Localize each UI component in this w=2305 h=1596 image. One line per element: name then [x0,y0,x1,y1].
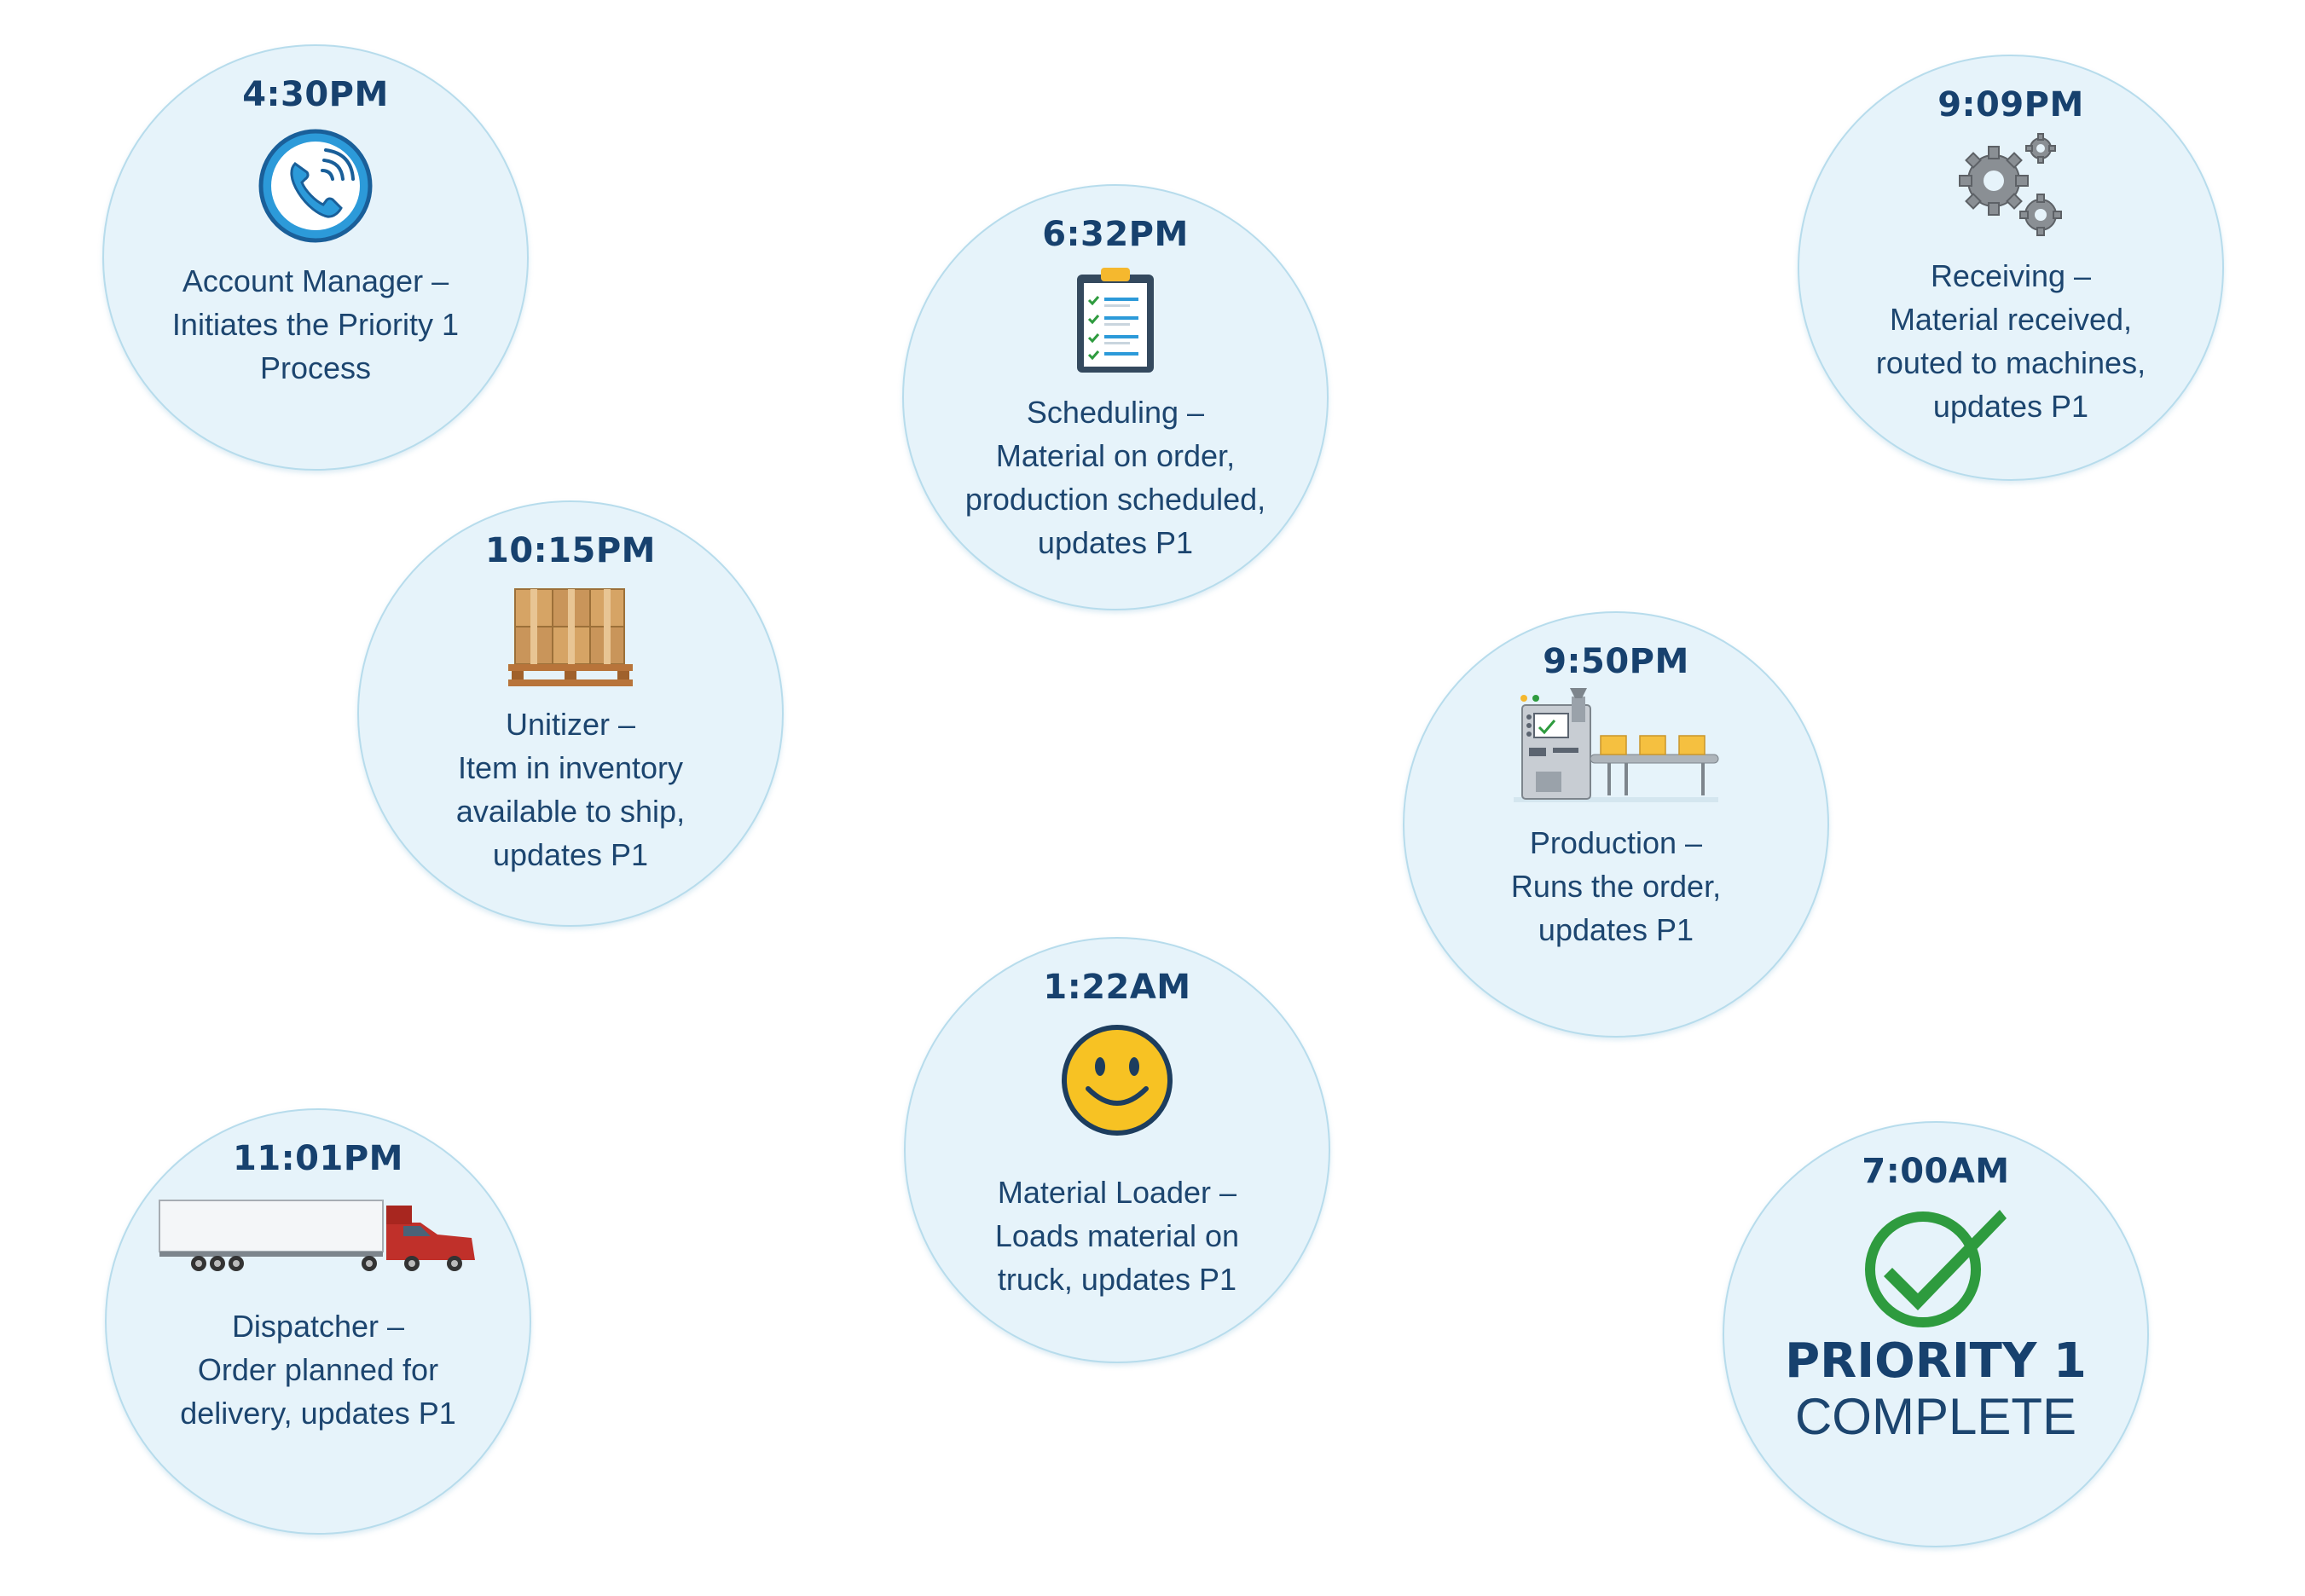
step-account-manager: 4:30PM Account Manager – Initiates the P… [102,44,529,471]
step-production: 9:50PM Production – Runs the order, upda… [1403,611,1829,1038]
phone-icon [258,129,373,243]
step-priority-complete: 7:00AM PRIORITY 1 COMPLETE [1723,1121,2149,1547]
step-time: 9:50PM [1543,642,1689,681]
step-scheduling: 6:32PM Scheduling – Material on order, p… [902,184,1329,610]
step-description: Dispatcher – Order planned for delivery,… [180,1309,456,1431]
step-receiving: 9:09PM Receiving – Material received, ro… [1798,55,2224,481]
step-time: 1:22AM [1043,968,1191,1007]
step-description: Production – Runs the order, updates P1 [1510,825,1722,947]
step-description: Scheduling – Material on order, producti… [964,395,1266,560]
smiley-face-icon [1062,1025,1173,1136]
step-description: Account Manager – Initiates the Priority… [171,263,460,385]
step-time: 9:09PM [1937,85,2084,124]
step-description: Unitizer – Item in inventory available t… [455,707,686,872]
step-time: 6:32PM [1042,215,1189,254]
production-line-icon [1514,688,1719,802]
step-time: 4:30PM [242,75,389,114]
semi-truck-icon [159,1200,475,1271]
priority-subtitle: COMPLETE [1794,1388,2077,1445]
priority-title: PRIORITY 1 [1785,1333,2087,1389]
step-description: Receiving – Material received, routed to… [1875,258,2146,424]
step-time: 11:01PM [233,1139,403,1178]
step-unitizer: 10:15PM Unitizer – Item in inventory ava… [357,500,784,927]
step-time: 10:15PM [485,531,656,570]
gears-icon [1959,133,2062,236]
step-time: 7:00AM [1862,1152,2010,1191]
boxes-on-pallet-icon [508,588,633,686]
step-dispatcher: 11:01PM Dispatcher – Order planned for d… [105,1108,531,1535]
step-description: Material Loader – Loads material on truc… [994,1175,1240,1297]
step-material-loader: 1:22AM Material Loader – Loads material … [904,937,1330,1363]
clipboard-checklist-icon [1077,268,1154,373]
checkmark-icon [1865,1210,2007,1327]
